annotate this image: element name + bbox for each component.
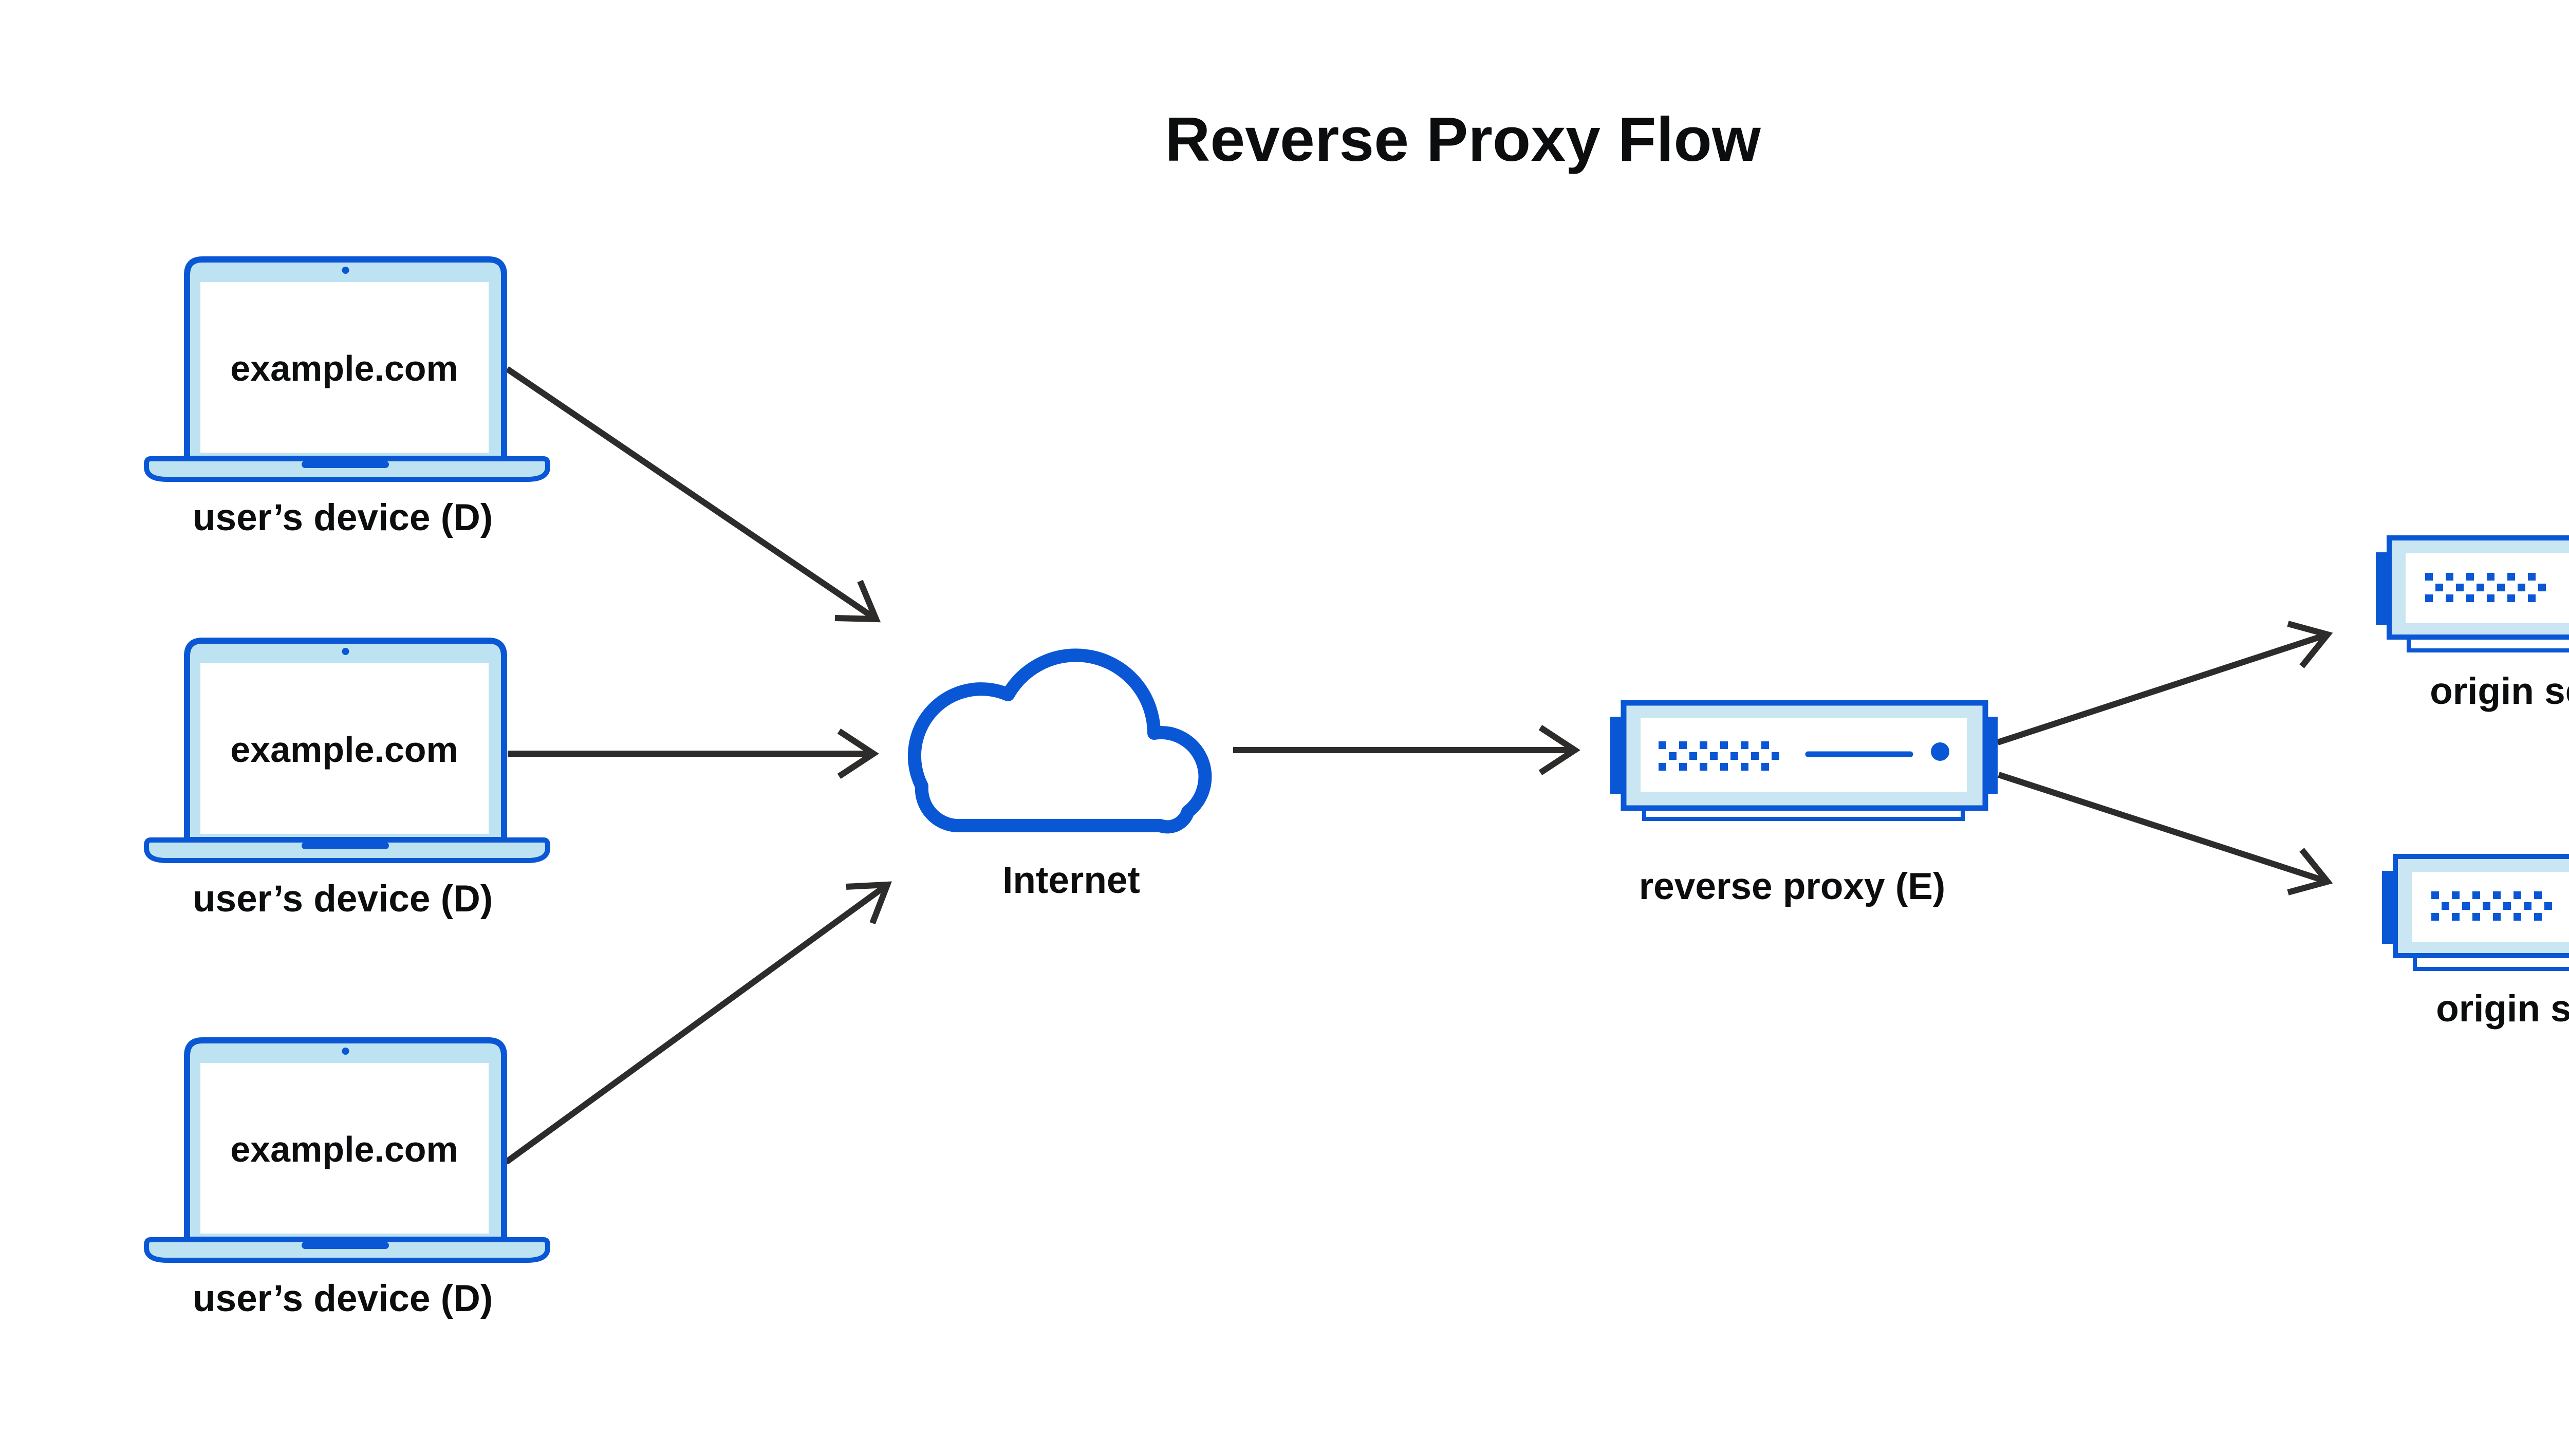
reverse-proxy-node: reverse proxy (E) — [1610, 700, 1998, 907]
laptop-screen — [200, 282, 489, 453]
internet-label: Internet — [1002, 860, 1140, 901]
arrow-shaft — [505, 366, 878, 622]
reverse-proxy-label: reverse proxy (E) — [1639, 866, 1945, 907]
device-label: user’s device (D) — [193, 1278, 493, 1319]
internet-node: Internet — [907, 648, 1212, 901]
laptop-screen — [200, 1063, 489, 1234]
laptop-hinge-notch — [302, 842, 389, 849]
arrowhead-icon — [2287, 621, 2333, 668]
arrowhead-icon — [1538, 724, 1580, 776]
arrowhead-icon — [2287, 848, 2333, 895]
arrowhead-icon — [846, 881, 892, 925]
arrow-device2-to-internet — [508, 728, 879, 779]
page-title: Reverse Proxy Flow — [1165, 104, 1761, 174]
arrow-shaft — [1998, 772, 2329, 885]
origin-server-label: origin server (F) — [2430, 670, 2569, 712]
origin-server-label: origin server (F) — [2436, 988, 2569, 1030]
laptop-hinge-notch — [302, 461, 389, 468]
user-device-2: example.com user’s device (D) — [144, 638, 550, 920]
arrow-shaft — [504, 882, 889, 1165]
server-vents-icon — [2425, 573, 2547, 603]
arrowhead-icon — [834, 580, 881, 623]
user-device-1: example.com user’s device (D) — [144, 256, 550, 538]
arrow-proxy-to-origin2 — [1998, 772, 2333, 895]
cloud-icon — [907, 648, 1212, 834]
server-vents-icon — [1659, 741, 1780, 771]
origin-server-node-1: origin server (F) — [2376, 535, 2569, 712]
arrow-proxy-to-origin1 — [1997, 621, 2333, 745]
device-label: user’s device (D) — [193, 878, 493, 920]
camera-dot-icon — [342, 648, 349, 655]
laptop-base — [144, 1237, 550, 1263]
arrow-device3-to-internet — [504, 881, 892, 1165]
camera-dot-icon — [342, 1048, 349, 1055]
laptop-base — [144, 456, 550, 482]
origin-server-node-2: origin server (F) — [2382, 854, 2569, 1030]
device-screen-text: example.com — [230, 1129, 458, 1169]
device-label: user’s device (D) — [193, 497, 493, 538]
laptop-hinge-notch — [302, 1242, 389, 1249]
arrow-device1-to-internet — [505, 366, 881, 623]
arrowhead-icon — [837, 728, 879, 779]
camera-dot-icon — [342, 267, 349, 274]
device-screen-text: example.com — [230, 348, 458, 388]
arrow-shaft — [1997, 631, 2329, 745]
server-vents-icon — [2431, 891, 2553, 921]
arrow-internet-to-proxy — [1233, 724, 1580, 776]
laptop-screen — [200, 663, 489, 834]
laptop-base — [144, 837, 550, 863]
device-screen-text: example.com — [230, 730, 458, 770]
user-device-3: example.com user’s device (D) — [144, 1037, 550, 1319]
server-led-dot — [1931, 742, 1949, 761]
